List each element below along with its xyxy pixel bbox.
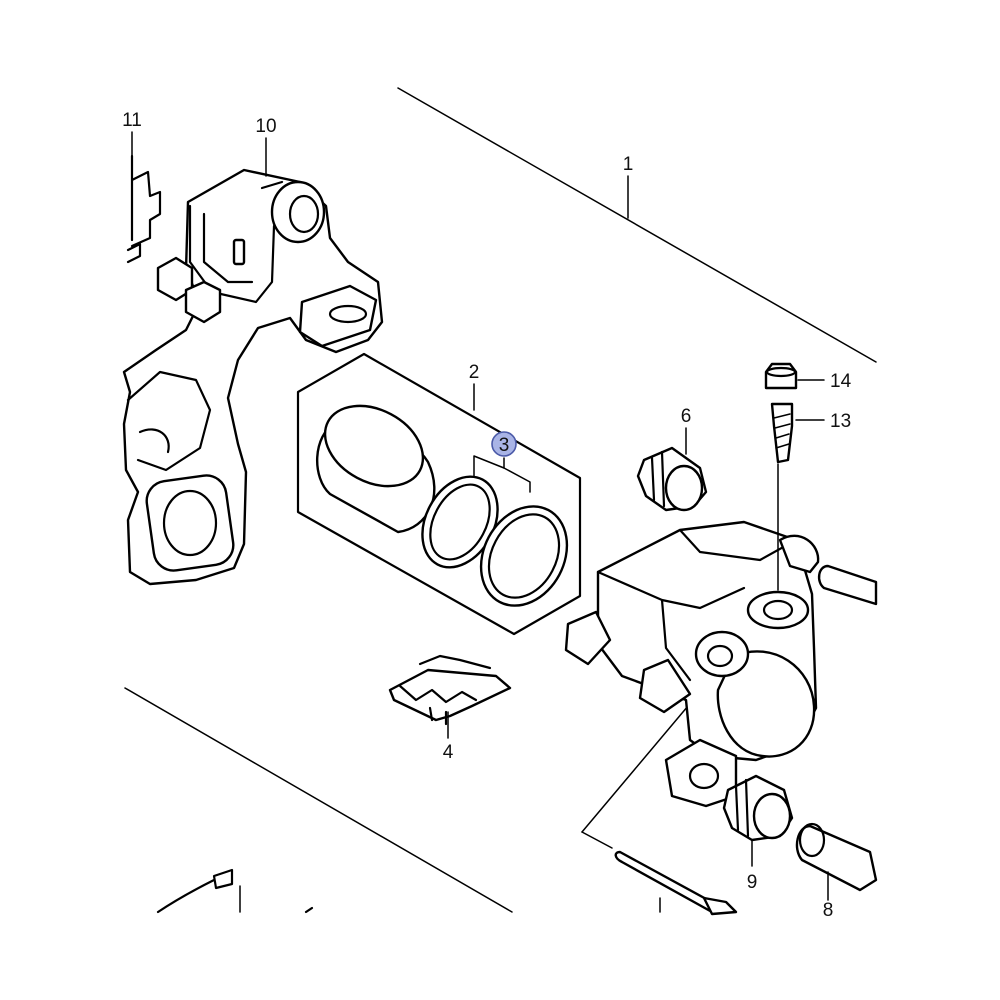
callout-4: 4: [443, 742, 454, 763]
callout-13: 13: [830, 411, 851, 432]
callout-8: 8: [823, 900, 834, 921]
bleeder-cap: [764, 362, 798, 390]
callout-14: 14: [830, 371, 852, 392]
callout-2: 2: [469, 362, 480, 383]
sleeve: [795, 822, 878, 892]
bleeder-screw: [770, 402, 794, 464]
callout-11: 11: [122, 110, 142, 131]
caliper-body: [564, 520, 820, 808]
slide-pin-top: [817, 564, 878, 606]
pad-spring: [126, 154, 162, 264]
callout-10: 10: [255, 116, 276, 137]
caliper-bracket: [122, 168, 384, 586]
piston-seal-kit: [296, 352, 582, 636]
brake-line-fragment: [156, 868, 314, 914]
callout-9: 9: [747, 872, 758, 893]
callout-3: 3: [499, 435, 510, 456]
callout-6: 6: [681, 406, 692, 427]
assembly-frame: [124, 87, 877, 913]
callouts: 1 2 3 4 6 8 9 10 11 13 14: [122, 110, 851, 921]
boot-lower: [722, 774, 794, 842]
callout-1: 1: [623, 154, 634, 175]
leader-lines: [131, 131, 829, 913]
boot-upper: [636, 446, 708, 512]
pad-clip: [388, 654, 512, 726]
guide-bolt: [614, 850, 738, 916]
callout-3-highlight: [491, 431, 517, 457]
